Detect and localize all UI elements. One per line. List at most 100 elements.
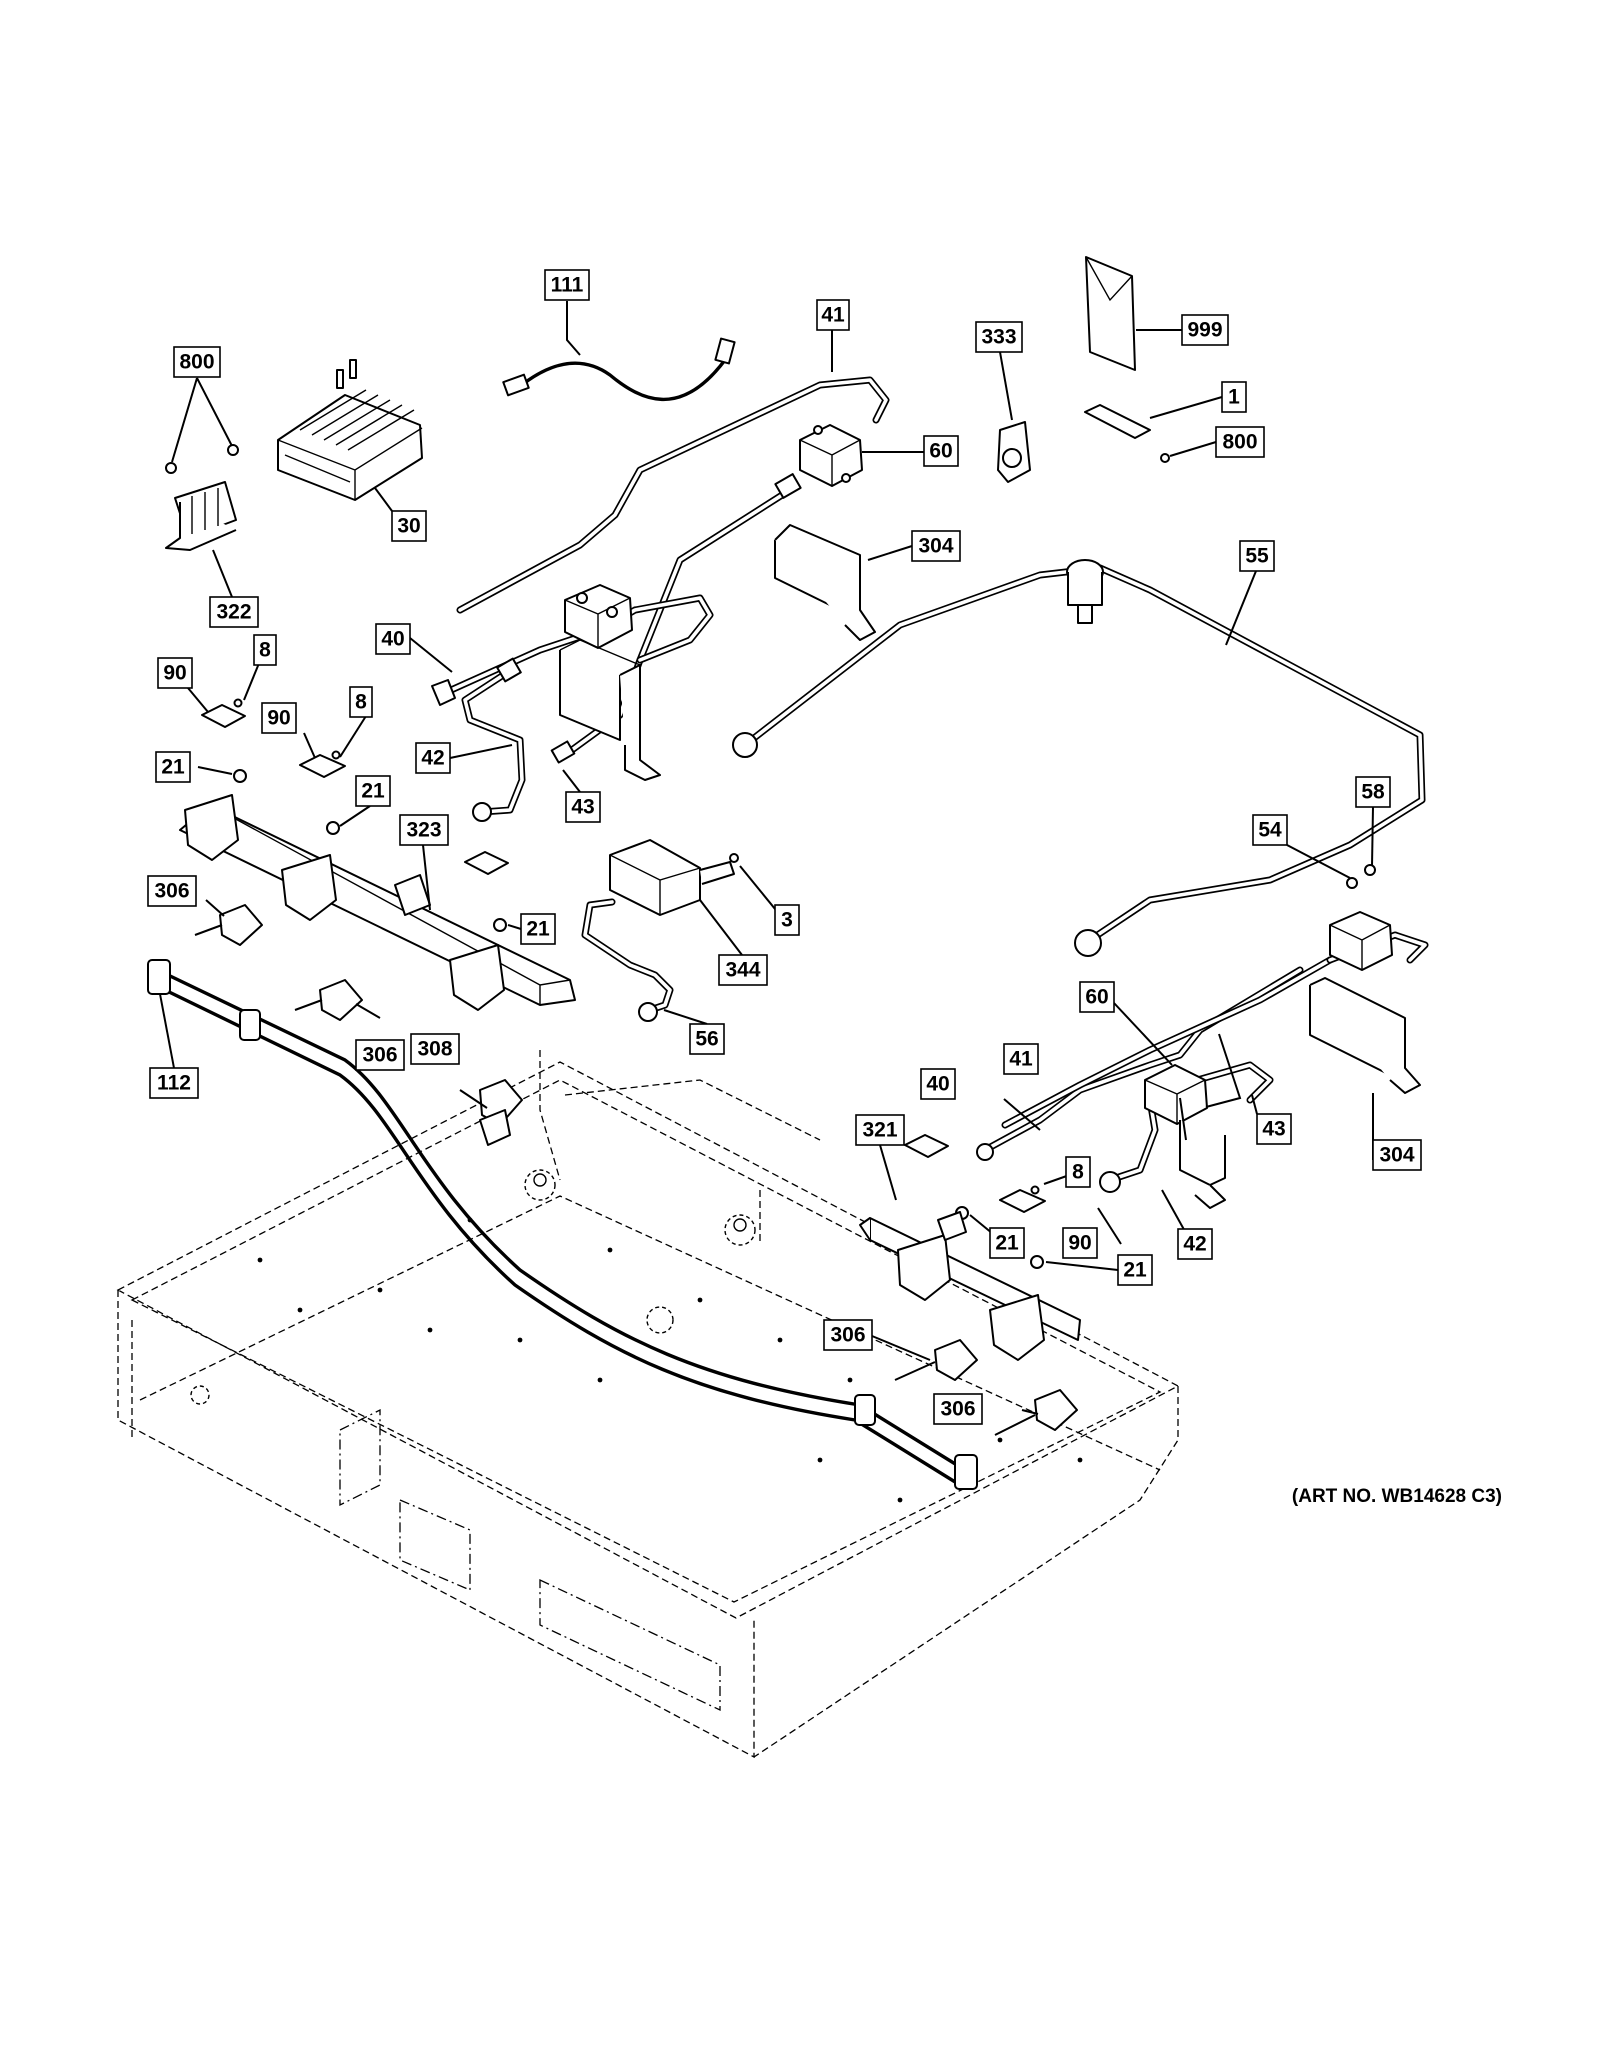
callout-label: 43	[571, 796, 594, 819]
callout-label: 1	[1228, 386, 1240, 409]
callout-label: 56	[695, 1028, 718, 1051]
bracket-left	[559, 639, 661, 781]
callout-label: 112	[157, 1072, 191, 1095]
callout-54: 54	[1252, 814, 1288, 846]
bracket-304-top	[774, 524, 876, 641]
bracket-90-a	[201, 698, 246, 728]
callout-60-right: 60	[1079, 981, 1115, 1013]
callout-label: 321	[862, 1119, 897, 1142]
callout-306-b: 306	[355, 1039, 405, 1071]
tube-41-top	[456, 376, 890, 614]
callout-8-a: 8	[253, 634, 277, 666]
callout-label: 21	[161, 756, 185, 779]
bracket-90-center	[464, 851, 509, 875]
callout-label: 8	[1072, 1161, 1084, 1184]
callout-321: 321	[855, 1114, 905, 1146]
callout-label: 304	[1379, 1144, 1414, 1167]
callout-306-c: 306	[823, 1319, 873, 1351]
callout-label: 322	[216, 601, 251, 624]
callout-90-c: 90	[1062, 1227, 1098, 1259]
art-number: (ART NO. WB14628 C3)	[1291, 1486, 1502, 1507]
callout-306-d: 306	[933, 1393, 983, 1425]
callout-label: 344	[725, 959, 760, 982]
callout-60-top: 60	[923, 435, 959, 467]
valves-306-right	[894, 1339, 1078, 1436]
callout-43-left: 43	[565, 791, 601, 823]
callout-1: 1	[1221, 381, 1247, 413]
callout-label: 30	[397, 515, 420, 538]
valves-306-left	[194, 904, 523, 1146]
callout-333: 333	[975, 321, 1023, 353]
callout-label: 306	[830, 1324, 865, 1347]
callout-21-c: 21	[520, 913, 556, 945]
bracket-90-b	[299, 750, 346, 778]
callout-344: 344	[718, 954, 768, 986]
callout-label: 60	[929, 440, 952, 463]
callout-label: 21	[1123, 1259, 1147, 1282]
callout-42-right: 42	[1177, 1228, 1213, 1260]
callout-30: 30	[391, 510, 427, 542]
manifold-323	[179, 794, 576, 1011]
callout-56: 56	[689, 1023, 725, 1055]
callout-label: 8	[259, 639, 271, 662]
transformer-322	[165, 481, 237, 551]
callout-8-b: 8	[349, 686, 373, 718]
callout-21-b: 21	[355, 775, 391, 807]
callout-41-right: 41	[1003, 1043, 1039, 1075]
bracket-1	[1084, 404, 1170, 463]
callout-322: 322	[209, 596, 259, 628]
wire-harness-111	[502, 337, 736, 402]
callout-90-b: 90	[261, 702, 297, 734]
callout-90-a: 90	[157, 657, 193, 689]
bracket-right-small	[1179, 1120, 1226, 1209]
callout-58: 58	[1355, 776, 1391, 808]
callout-label: 58	[1361, 781, 1385, 804]
tube-42-left	[461, 657, 526, 822]
valve-58-54	[1329, 864, 1393, 971]
callout-21-e: 21	[1117, 1254, 1153, 1286]
callout-label: 54	[1258, 819, 1282, 842]
callout-label: 323	[406, 819, 441, 842]
literature-999	[1085, 256, 1136, 371]
callout-label: 800	[179, 351, 214, 374]
callout-label: 3	[781, 909, 793, 932]
callout-label: 999	[1187, 319, 1222, 342]
callout-label: 42	[421, 747, 444, 770]
igniter-344	[609, 839, 735, 916]
screws-800	[165, 444, 239, 474]
callout-label: 308	[417, 1038, 452, 1061]
callout-55: 55	[1239, 540, 1275, 572]
callout-3: 3	[774, 904, 800, 936]
callout-label: 90	[163, 662, 186, 685]
brackets-90-right	[904, 1134, 1046, 1213]
callout-41-top: 41	[816, 299, 850, 331]
supply-tube-55	[732, 559, 1426, 957]
valve-60-top	[799, 424, 863, 487]
callout-label: 42	[1183, 1233, 1206, 1256]
callout-304-right: 304	[1372, 1139, 1422, 1171]
callout-label: 306	[154, 880, 189, 903]
screw-3	[729, 853, 739, 863]
callout-label: 21	[995, 1232, 1019, 1255]
callout-label: 40	[926, 1073, 949, 1096]
callout-label: 111	[551, 274, 584, 297]
hose-56	[581, 898, 674, 1022]
callout-111: 111	[544, 269, 590, 301]
cabinet-outline	[116, 1050, 1180, 1759]
callout-label: 21	[361, 780, 385, 803]
callout-label: 43	[1262, 1118, 1285, 1141]
callout-800-right: 800	[1215, 426, 1265, 458]
callout-21-d: 21	[989, 1227, 1025, 1259]
callout-40-right: 40	[920, 1068, 956, 1100]
callout-999: 999	[1181, 314, 1229, 346]
callout-42-left: 42	[415, 742, 451, 774]
callout-800-left: 800	[173, 346, 221, 378]
callout-label: 41	[1009, 1048, 1033, 1071]
callout-label: 41	[821, 304, 845, 327]
callout-label: 333	[981, 326, 1016, 349]
callout-112: 112	[149, 1067, 199, 1099]
callout-323: 323	[399, 814, 449, 846]
callout-308: 308	[410, 1033, 460, 1065]
callout-43-right: 43	[1256, 1113, 1292, 1145]
